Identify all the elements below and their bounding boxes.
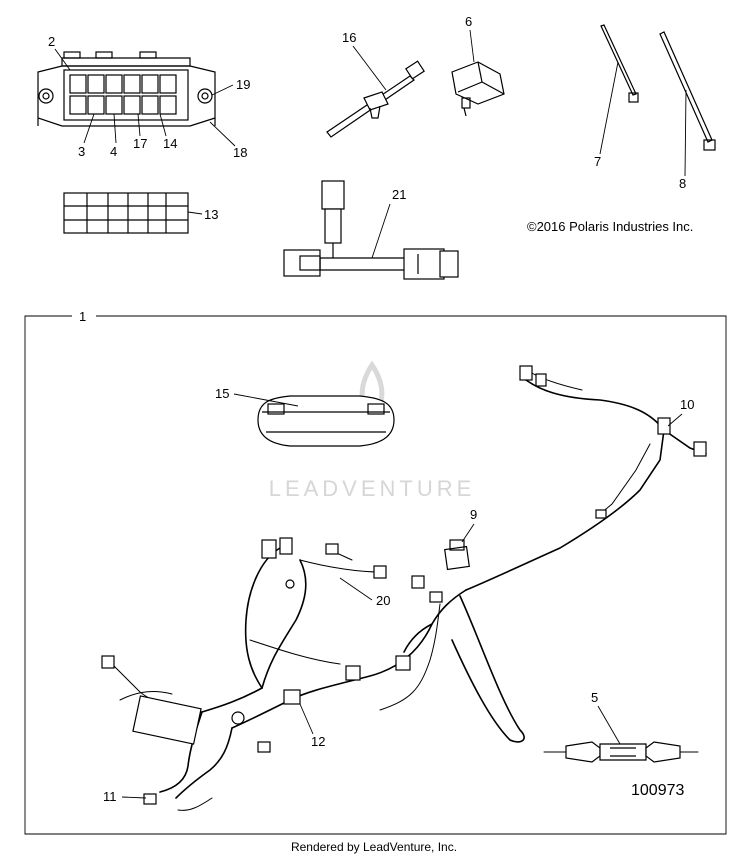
callout-15: 15	[215, 386, 229, 401]
connector-clip-part	[451, 61, 505, 117]
fuse-box-part	[37, 51, 216, 127]
cable-tie-small-part	[600, 24, 639, 103]
callout-11: 11	[103, 789, 117, 804]
relay-part	[444, 539, 470, 571]
cable-tie-large-part	[659, 31, 716, 151]
fuse-slots	[69, 74, 177, 115]
connector	[519, 365, 533, 381]
cable-tie-clip-part	[326, 60, 425, 138]
inline-fuse-holder-part	[543, 741, 699, 763]
callout-5: 5	[591, 690, 598, 705]
callout-4: 4	[110, 144, 117, 159]
callout-7: 7	[594, 154, 601, 169]
fuse-box-cover-part	[257, 395, 395, 447]
callout-8: 8	[679, 176, 686, 191]
main-wire-harness	[101, 365, 707, 811]
leadventure-watermark: LEADVENTURE	[269, 360, 476, 501]
callout-12: 12	[311, 734, 325, 749]
callout-19: 19	[236, 77, 250, 92]
callout-18: 18	[233, 145, 247, 160]
callout-2: 2	[48, 34, 55, 49]
callout-20: 20	[376, 593, 390, 608]
fuse-box-mounted	[132, 695, 202, 745]
fuse-label-decal-part	[63, 192, 189, 234]
callout-14: 14	[163, 136, 177, 151]
callout-3: 3	[78, 144, 85, 159]
diagram-number: 100973	[631, 782, 684, 799]
harness-frame	[24, 315, 727, 835]
callout-21: 21	[392, 187, 406, 202]
callout-16: 16	[342, 30, 356, 45]
callout-17: 17	[133, 136, 147, 151]
copyright-text: ©2016 Polaris Industries Inc.	[527, 219, 693, 234]
adapter-harness-part	[283, 180, 459, 280]
footer-text: Rendered by LeadVenture, Inc.	[291, 840, 457, 854]
callout-10: 10	[680, 397, 694, 412]
watermark-text: LEADVENTURE	[269, 476, 476, 501]
callout-9: 9	[470, 507, 477, 522]
callout-1: 1	[79, 309, 86, 324]
callout-13: 13	[204, 207, 218, 222]
callout-6: 6	[465, 14, 472, 29]
